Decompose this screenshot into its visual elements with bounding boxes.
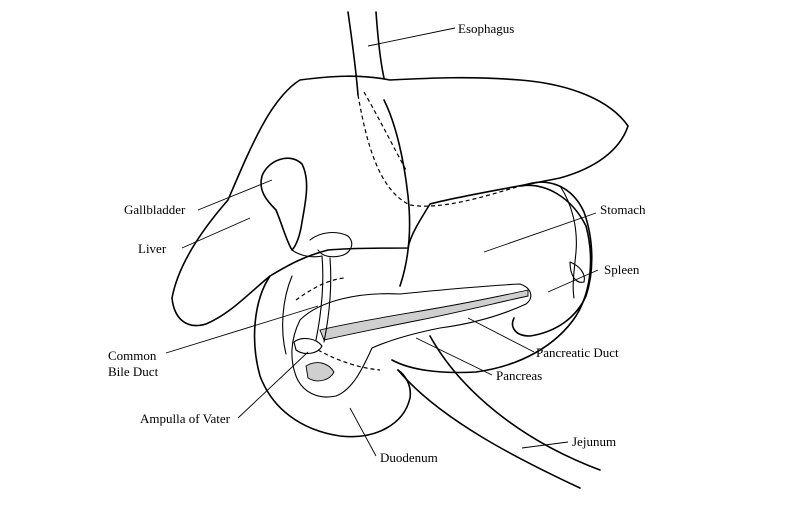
label-jejunum: Jejunum bbox=[572, 434, 616, 449]
label-pancreatic-duct: Pancreatic Duct bbox=[536, 345, 619, 360]
gallbladder bbox=[260, 157, 308, 251]
stomach-hidden-outline bbox=[357, 94, 521, 207]
duodenum bbox=[253, 275, 412, 438]
label-duodenum: Duodenum bbox=[380, 450, 438, 465]
label-esophagus: Esophagus bbox=[458, 21, 514, 36]
label-pancreas: Pancreas bbox=[496, 368, 542, 383]
esophagus bbox=[347, 11, 385, 96]
label-liver: Liver bbox=[138, 241, 167, 256]
pancreas bbox=[291, 283, 532, 398]
stomach bbox=[383, 99, 592, 374]
label-ampulla-of-vater: Ampulla of Vater bbox=[140, 411, 231, 426]
jejunum bbox=[397, 335, 601, 489]
pancreatic-duct bbox=[319, 289, 529, 341]
label-common-bile-duct-line1: Common bbox=[108, 348, 157, 363]
ampulla-of-vater bbox=[293, 337, 323, 355]
label-gallbladder: Gallbladder bbox=[124, 202, 186, 217]
spleen bbox=[511, 181, 593, 337]
liver bbox=[171, 75, 629, 327]
bile-ducts bbox=[291, 231, 353, 343]
common-bile-duct-hidden bbox=[295, 277, 381, 371]
label-common-bile-duct-line2: Bile Duct bbox=[108, 364, 159, 379]
leader-lines bbox=[165, 27, 599, 457]
label-spleen: Spleen bbox=[604, 262, 640, 277]
label-stomach: Stomach bbox=[600, 202, 646, 217]
